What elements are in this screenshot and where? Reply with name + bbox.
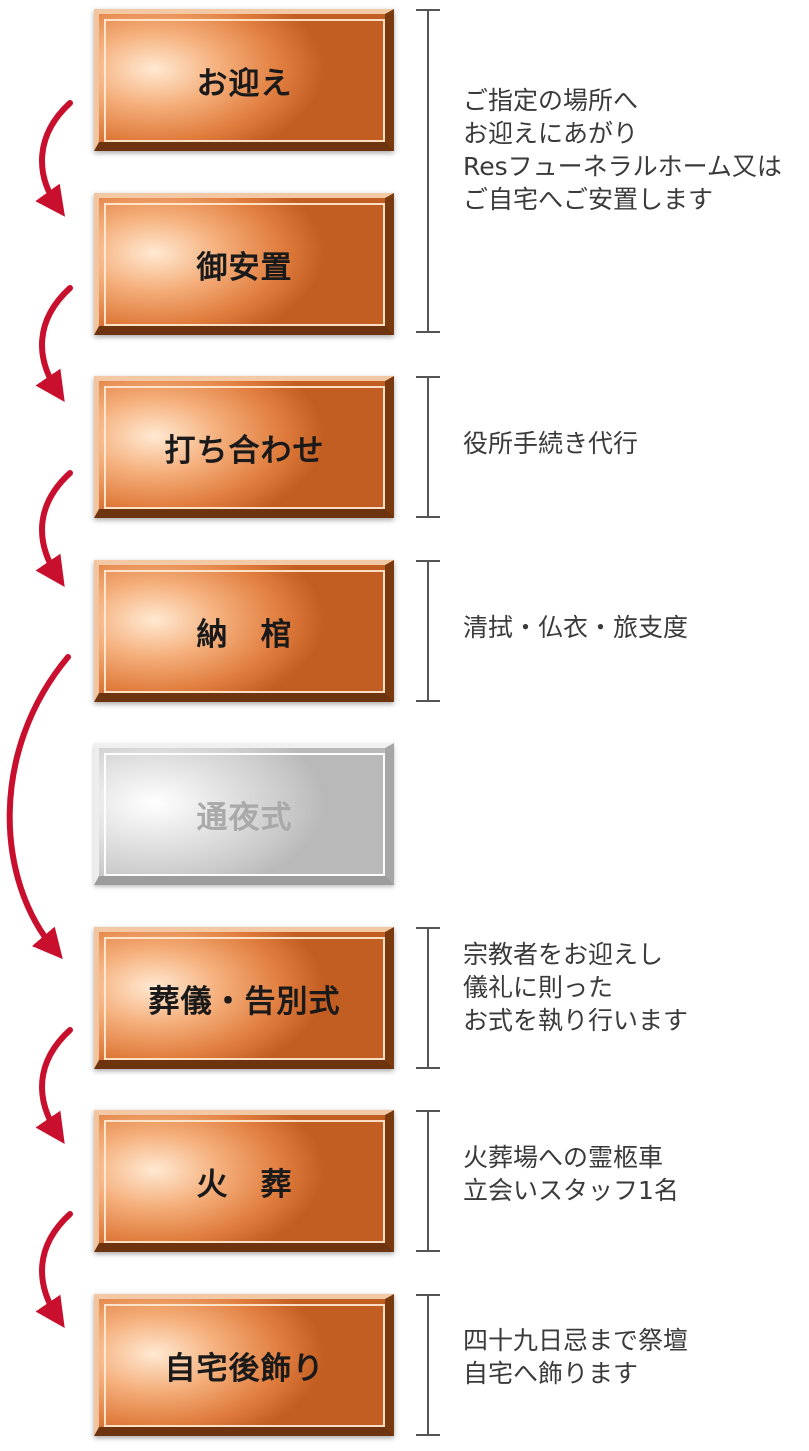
arrow-6 [35,1211,73,1328]
note-line: お式を執り行います [463,1006,689,1035]
note-2: 役所手続き代行 [463,427,808,460]
arrow-3 [35,470,73,587]
note-line: ご指定の場所へ [463,86,639,115]
bracket-2 [416,376,440,518]
step-label: 火 葬 [196,1167,293,1203]
note-line: 立会いスタッフ1名 [463,1176,679,1205]
step-box-6: 葬儀・告別式 [94,927,394,1069]
note-line: 自宅へ飾ります [463,1359,639,1388]
step-box-3: 打ち合わせ [94,376,394,518]
step-label: お迎え [196,66,293,102]
bracket-1 [416,9,440,333]
bracket-3 [416,560,440,702]
step-label: 御安置 [196,250,293,286]
step-label: 通夜式 [196,800,293,836]
note-4: 宗教者をお迎えし 儀礼に則った お式を執り行います [463,938,808,1037]
note-line: 儀礼に則った [463,973,614,1002]
step-box-4: 納 棺 [94,560,394,702]
note-line: Resフューネラルホーム又は [463,152,782,181]
step-label: 納 棺 [196,617,293,653]
bracket-4 [416,927,440,1069]
note-6: 四十九日忌まで祭壇 自宅へ飾ります [463,1324,808,1390]
step-label: 自宅後飾り [164,1351,325,1387]
bracket-5 [416,1110,440,1252]
arrow-1 [35,100,73,217]
note-5: 火葬場への霊柩車 立会いスタッフ1名 [463,1141,808,1207]
note-line: ご自宅へご安置します [463,185,714,214]
step-box-1: お迎え [94,9,394,151]
step-box-2: 御安置 [94,193,394,335]
note-line: 四十九日忌まで祭壇 [463,1326,689,1355]
arrow-2 [35,285,73,402]
step-box-8: 自宅後飾り [94,1294,394,1436]
note-line: 火葬場への霊柩車 [463,1143,664,1172]
note-line: 役所手続き代行 [463,429,639,458]
note-line: 宗教者をお迎えし [463,940,664,969]
arrow-5 [35,1027,73,1144]
note-1: ご指定の場所へ お迎えにあがり Resフューネラルホーム又は ご自宅へご安置しま… [463,84,808,216]
step-box-5-skipped: 通夜式 [94,743,394,885]
step-label: 葬儀・告別式 [148,984,341,1020]
step-box-7: 火 葬 [94,1110,394,1252]
note-line: 清拭・仏衣・旅支度 [463,613,689,642]
note-line: お迎えにあがり [463,119,639,148]
arrow-skip [6,654,71,960]
step-label: 打ち合わせ [164,433,325,469]
note-3: 清拭・仏衣・旅支度 [463,611,808,644]
bracket-6 [416,1294,440,1436]
